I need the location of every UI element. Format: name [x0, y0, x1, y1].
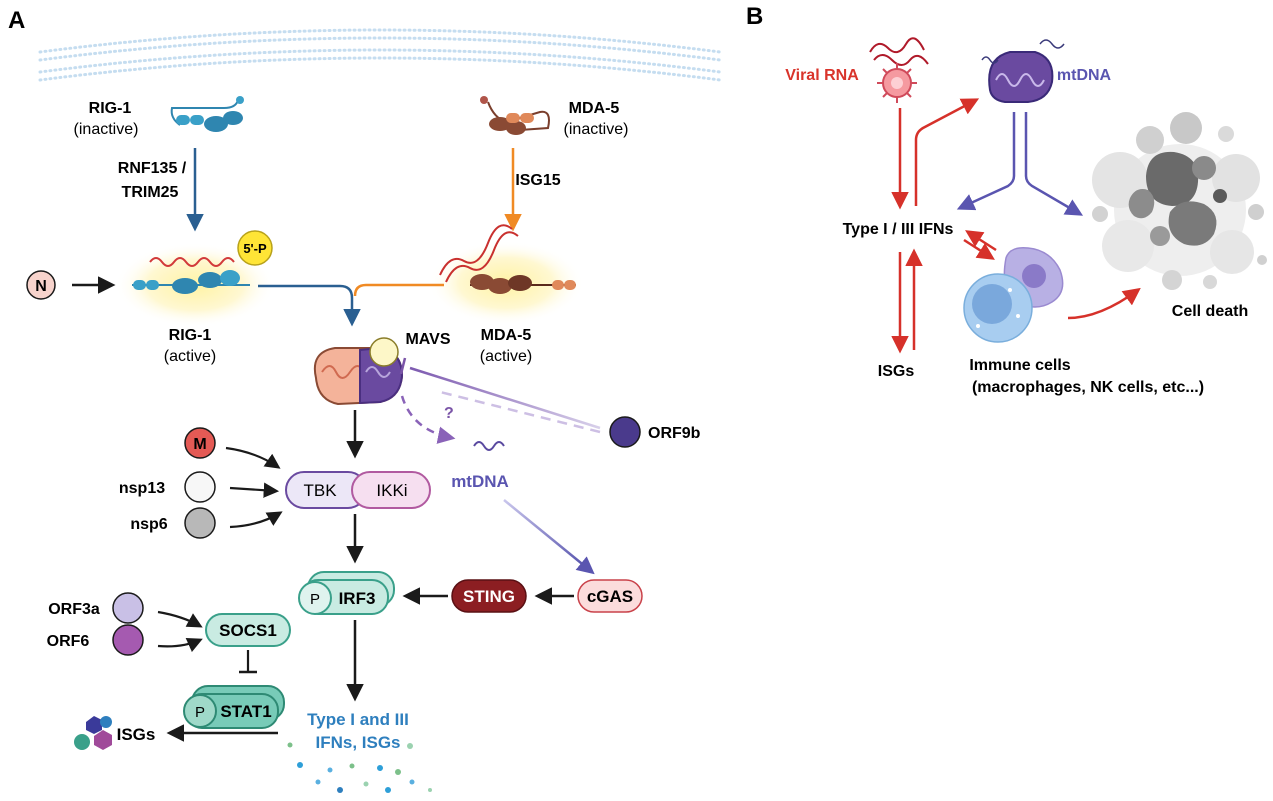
output-line2: IFNs, ISGs	[315, 733, 400, 752]
panel-b-label: B	[746, 3, 763, 30]
mda5-active-state: (active)	[480, 348, 532, 365]
nsp6-label: nsp6	[130, 516, 167, 533]
irf3-p-label: P	[310, 591, 320, 608]
nsp13-to-tbk-arrow	[229, 482, 280, 498]
n-protein-circle	[26, 270, 56, 300]
mtdna-to-ifn-arrow	[956, 112, 1016, 211]
immune-to-death-arrow	[1067, 287, 1141, 320]
mda5-inactive-protein	[480, 96, 550, 135]
socs1-box	[205, 613, 291, 647]
orf3a-to-socs1-arrow	[157, 610, 203, 628]
mtdna-release-arrow	[400, 395, 456, 444]
stat1-complex	[183, 685, 285, 729]
rig1-inactive-name: RIG-1	[89, 100, 132, 117]
sting-box	[451, 579, 527, 613]
tbk-label: TBK	[303, 481, 337, 500]
ikki-box	[351, 471, 431, 509]
rig1-active-protein	[132, 270, 250, 294]
nsp6-circle	[184, 507, 216, 539]
rnf135-label: RNF135 /	[118, 160, 187, 177]
panel-a-label: A	[8, 7, 25, 34]
viral-rna-label: Viral RNA	[785, 67, 859, 84]
cell-death-label: Cell death	[1172, 303, 1248, 320]
rig1-to-mavs-arrow	[258, 284, 361, 327]
orf9b-inhibition-bar	[399, 357, 407, 375]
orf3a-circle	[112, 592, 144, 624]
immune-cells-icon	[963, 246, 1064, 343]
mavs-circle	[369, 337, 399, 367]
nsp13-circle	[184, 471, 216, 503]
cgas-box	[577, 579, 643, 613]
orf9b-dashed-link	[439, 390, 601, 434]
immune-line1: Immune cells	[969, 357, 1070, 374]
irf3-label: IRF3	[339, 589, 376, 608]
ifn-to-mtdna-arrow	[914, 98, 980, 206]
question-mark: ?	[444, 405, 454, 422]
orf6-label: ORF6	[47, 633, 90, 650]
nsp6-to-tbk-arrow	[229, 511, 283, 529]
mda5-inactive-name: MDA-5	[569, 100, 620, 117]
secreted-dots	[287, 742, 432, 793]
immune-line2: (macrophages, NK cells, etc...)	[972, 379, 1204, 396]
mda5-to-mavs-arrow	[353, 283, 444, 297]
orf3a-label: ORF3a	[48, 601, 100, 618]
output-line1: Type I and III	[307, 710, 409, 729]
viral-rna-strand	[149, 257, 235, 267]
orf9b-label: ORF9b	[648, 425, 701, 442]
sting-label: STING	[463, 587, 515, 606]
orf6-circle	[112, 624, 144, 656]
mtdna-a-label: mtDNA	[451, 472, 509, 491]
trim25-label: TRIM25	[122, 184, 179, 201]
isgs-a-label: ISGs	[117, 725, 156, 744]
mda5-inactive-state: (inactive)	[564, 121, 629, 138]
cgas-label: cGAS	[587, 587, 633, 606]
cell-death-cluster	[1092, 112, 1267, 290]
m-to-tbk-arrow	[225, 446, 281, 469]
orf9b-inhibition-line	[409, 366, 601, 430]
isg15-label: ISG15	[515, 172, 560, 189]
mda5-active-protein	[470, 274, 576, 294]
mtdna-a-icon	[473, 441, 505, 451]
virus-icon	[869, 37, 929, 103]
stat1-p-label: P	[195, 704, 205, 721]
rig1-inactive-protein	[170, 96, 244, 132]
ikki-label: IKKi	[376, 481, 407, 500]
rig1-active-state: (active)	[164, 348, 216, 365]
orf9b-circle	[609, 416, 641, 448]
ifn-to-immune-arrow	[963, 238, 995, 260]
ifns-b-label: Type I / III IFNs	[843, 221, 954, 238]
cell-membrane	[38, 28, 722, 82]
stat1-label: STAT1	[220, 702, 271, 721]
n-protein-label: N	[35, 278, 47, 295]
rig1-active-name: RIG-1	[169, 327, 212, 344]
mitochondrion-b	[981, 39, 1065, 103]
nsp13-label: nsp13	[119, 480, 165, 497]
immune-to-ifn-arrow	[965, 230, 997, 252]
rig1-inactive-state: (inactive)	[74, 121, 139, 138]
mda5-dsrna	[439, 224, 519, 283]
isgs-b-label: ISGs	[878, 363, 915, 380]
irf3-complex	[298, 571, 395, 615]
mavs-label: MAVS	[405, 331, 450, 348]
isgs-cluster	[74, 716, 112, 750]
socs1-label: SOCS1	[219, 621, 277, 640]
m-protein-label: M	[193, 436, 206, 453]
mtdna-to-cgas-arrow	[503, 499, 595, 575]
mtdna-b-label: mtDNA	[1057, 67, 1112, 84]
mtdna-to-death-arrow	[1024, 112, 1084, 216]
five-p-label: 5'-P	[243, 241, 267, 256]
m-protein-circle	[184, 427, 216, 459]
mda5-active-name: MDA-5	[481, 327, 532, 344]
five-p-cap	[237, 230, 273, 266]
orf6-to-socs1-arrow	[157, 637, 203, 653]
